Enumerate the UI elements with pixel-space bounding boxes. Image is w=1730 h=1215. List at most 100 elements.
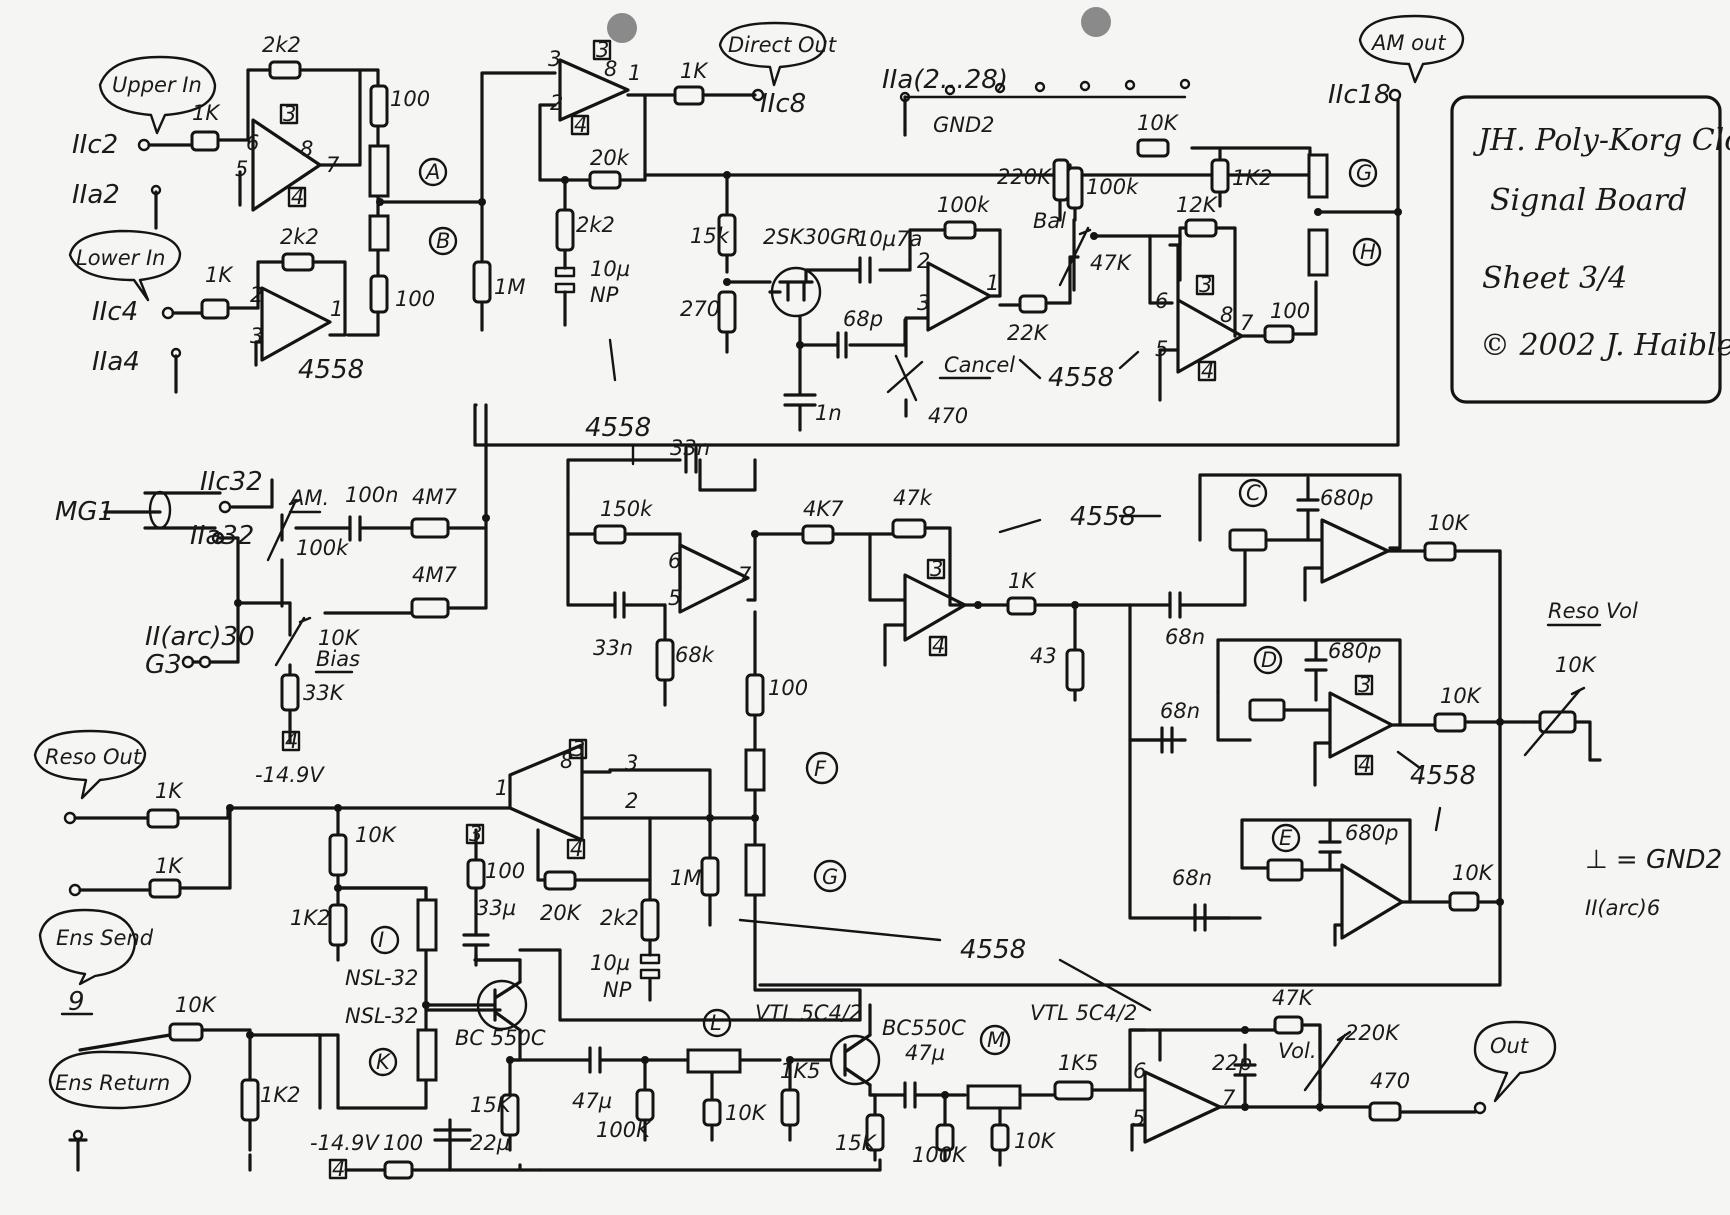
svg-text:3: 3 (548, 47, 561, 71)
svg-text:BC 550C: BC 550C (455, 1026, 546, 1050)
svg-text:10K: 10K (1428, 511, 1471, 535)
pot-10k-bias (274, 616, 312, 667)
resistor-100-b (369, 274, 389, 314)
pin-ii-arc30: II(arc)30 (145, 622, 255, 652)
svg-text:100: 100 (390, 87, 430, 111)
neg-supply-2-label: -14.9V (310, 1131, 380, 1155)
resistor-150k (593, 524, 627, 545)
svg-text:4: 4 (1201, 359, 1214, 383)
svg-text:5: 5 (235, 157, 248, 181)
svg-text:68p: 68p (843, 307, 883, 331)
svg-text:1K2: 1K2 (260, 1083, 301, 1107)
vtl-l-led (702, 1008, 732, 1038)
ens-send-pin: 9 (68, 987, 85, 1017)
svg-text:100: 100 (485, 859, 525, 883)
svg-text:100K: 100K (912, 1143, 968, 1167)
lower-in-label: Lower In (76, 246, 165, 270)
resistor-20k-b (543, 870, 577, 891)
svg-text:1K: 1K (680, 59, 709, 83)
svg-text:1M: 1M (494, 275, 525, 299)
opamp-output (1143, 1070, 1222, 1144)
svg-text:C: C (1246, 481, 1261, 505)
resistor-270 (717, 290, 737, 334)
svg-text:33µ: 33µ (476, 896, 516, 920)
lower-in-balloon (68, 229, 182, 302)
resistor-220k (1052, 158, 1070, 202)
opamp-4558-c-label: 4558 (585, 413, 651, 443)
svg-text:NSL-32: NSL-32 (345, 966, 418, 990)
pin-iia2: IIa2 (72, 180, 120, 210)
opamp-direct-out (558, 58, 630, 122)
svg-text:1: 1 (986, 271, 999, 295)
resistor-1k2-ens (240, 1078, 260, 1122)
photocell-j-led (368, 1047, 398, 1077)
svg-text:NP: NP (603, 978, 632, 1002)
pin-iia4: IIa4 (92, 347, 140, 377)
resistor-10k-ens (168, 1022, 204, 1042)
svg-text:10K: 10K (355, 823, 398, 847)
am-out-balloon (1358, 14, 1465, 84)
resistor-470-out (1368, 1101, 1402, 1122)
reso-out-label: Reso Out (45, 745, 142, 769)
svg-text:68n: 68n (1165, 625, 1205, 649)
photocell-e (1266, 858, 1304, 882)
opamp-upper (251, 118, 322, 212)
svg-text:7: 7 (738, 563, 752, 587)
reso-vol-label: Reso Vol (1548, 599, 1638, 623)
resistor-47k-out (1273, 1015, 1304, 1035)
svg-text:33n: 33n (670, 436, 710, 460)
photocell-i-led (1352, 237, 1382, 267)
title-line-3: Sheet 3/4 (1482, 261, 1627, 296)
resistor-100k-a (943, 220, 977, 240)
upper-in-balloon (98, 55, 217, 135)
resistor-15k-a (500, 1093, 520, 1137)
svg-text:20K: 20K (540, 901, 583, 925)
vtl-l (686, 1048, 742, 1074)
neg-supply-label: -14.9V (255, 763, 325, 787)
vtl-m (966, 1084, 1022, 1110)
punch-hole-right (1081, 7, 1111, 37)
photocell-h-led (1348, 158, 1378, 188)
direct-out-balloon (718, 21, 827, 87)
opamp-filter-e (1340, 863, 1404, 940)
photocell-d-led (1253, 645, 1283, 675)
resistor-1k-reso-b (148, 878, 182, 899)
svg-text:1K: 1K (1008, 569, 1037, 593)
svg-text:33n: 33n (593, 636, 633, 660)
photocell-k-nsl (416, 898, 438, 952)
svg-text:4: 4 (332, 1157, 345, 1181)
resistor-15k-b (865, 1113, 885, 1152)
svg-text:G: G (822, 865, 838, 889)
svg-text:1K2: 1K2 (1232, 166, 1273, 190)
svg-text:G: G (1356, 161, 1372, 185)
cancel-label: Cancel (944, 353, 1015, 377)
resistor-10k-reso (328, 833, 348, 877)
svg-text:NP: NP (590, 283, 619, 307)
svg-text:220K: 220K (1345, 1021, 1401, 1045)
svg-text:15K: 15K (835, 1131, 878, 1155)
svg-text:A: A (424, 160, 440, 184)
svg-text:4: 4 (285, 729, 298, 753)
svg-text:15k: 15k (690, 224, 730, 248)
photocell-d (1248, 698, 1286, 722)
pin-iic2: IIc2 (72, 130, 118, 160)
opamp-lower (260, 286, 332, 362)
svg-text:VTL 5C4/2: VTL 5C4/2 (1030, 1001, 1137, 1025)
svg-text:3: 3 (596, 38, 609, 62)
svg-text:2: 2 (550, 91, 563, 115)
svg-text:2: 2 (625, 789, 638, 813)
pin-iia32: IIa32 (190, 521, 254, 551)
am-label: AM. (288, 486, 329, 510)
resistor-100k-b (1066, 166, 1084, 210)
g3-label: G3 (145, 650, 182, 680)
resistor-2k2-lower (281, 252, 315, 272)
photocell-e-led (1271, 823, 1301, 853)
photocell-c (1228, 528, 1268, 552)
resistor-47k (891, 518, 927, 539)
resistor-22k (1018, 294, 1048, 314)
svg-text:B: B (436, 229, 450, 253)
svg-text:6: 6 (1155, 289, 1168, 313)
pot-47k-bal (1058, 226, 1092, 287)
svg-text:22µ: 22µ (470, 1131, 510, 1155)
